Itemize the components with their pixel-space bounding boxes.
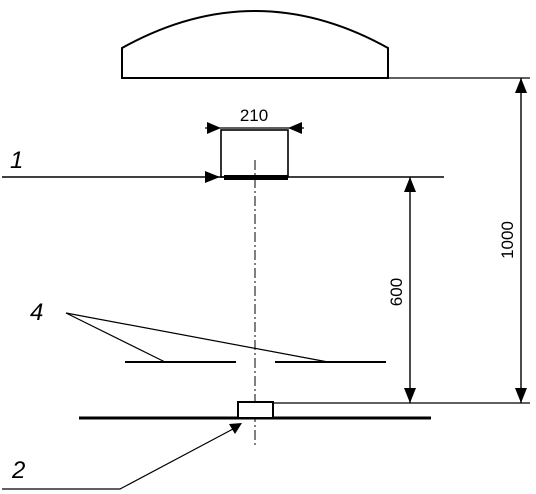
dimension-600-label: 600 [387,278,406,306]
callout-2-arrowhead [229,423,242,434]
sensor-plate [224,175,288,180]
callout-label-1: 1 [10,147,23,174]
callout-2-leader [2,428,234,490]
sample-block [237,401,274,419]
width-dimension-label: 210 [240,106,268,125]
dome-housing [121,10,389,79]
dimension-1000-arrow-top [515,78,527,93]
dimension-600-arrow-bottom [404,388,416,403]
width-arrow-right [288,122,302,134]
callout-4-leader-left [65,312,166,363]
callout-4-leader-right [65,312,329,363]
callout-label-4: 4 [30,299,43,326]
width-arrow-left [207,122,221,134]
dimension-1000-label: 1000 [498,221,517,259]
callout-label-2: 2 [11,457,25,484]
plane-1-arrow [205,171,220,183]
dimension-1000-arrow-bottom [515,388,527,403]
dimension-600-arrow-top [404,177,416,192]
